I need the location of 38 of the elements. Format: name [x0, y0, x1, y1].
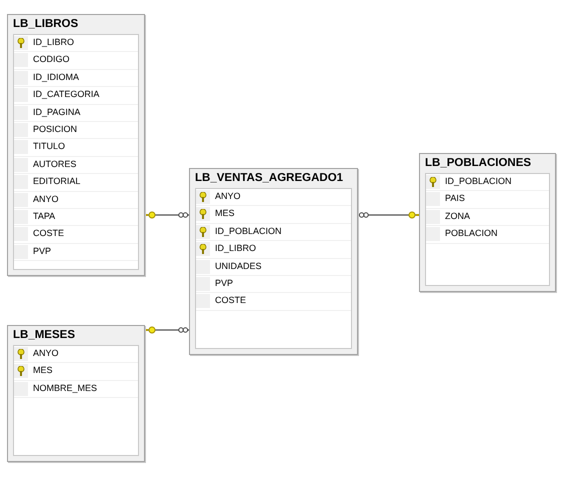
table-name: LB_VENTAS_AGREGADO1 [195, 172, 344, 184]
column-name: EDITORIAL [33, 176, 80, 186]
table-name: LB_MESES [13, 329, 75, 341]
column-name: NOMBRE_MES [33, 382, 98, 393]
column-name: PAIS [445, 193, 465, 204]
column-name: ANYO [33, 194, 59, 204]
relationship-line [358, 211, 420, 219]
column-name: ID_LIBRO [33, 37, 74, 47]
column-name: POSICION [33, 124, 78, 134]
column-name: CODIGO [33, 54, 70, 64]
table-name: LB_POBLACIONES [425, 157, 532, 169]
column-name: ANYO [33, 348, 59, 358]
column-name: ZONA [445, 210, 470, 221]
column-name: COSTE [33, 228, 64, 238]
column-name: TITULO [33, 141, 66, 152]
column-name: AUTORES [33, 158, 76, 169]
relationship-line [144, 326, 190, 334]
column-name: MES [33, 365, 53, 376]
column-name: ID_POBLACION [445, 176, 512, 186]
column-name: ID_LIBRO [215, 243, 256, 254]
column-name: ID_PAGINA [33, 106, 80, 117]
column-name: PVP [215, 278, 234, 288]
table-box [7, 14, 145, 276]
column-name: ID_IDIOMA [33, 72, 80, 82]
table-name: LB_LIBROS [13, 18, 78, 30]
column-name: POBLACION [445, 228, 498, 238]
column-name: MES [215, 208, 235, 218]
column-name: ID_CATEGORIA [33, 89, 100, 100]
column-name: PVP [33, 246, 52, 256]
column-name: COSTE [215, 295, 246, 306]
column-name: ID_POBLACION [215, 226, 282, 236]
table-box [419, 153, 556, 292]
table-box [189, 168, 358, 355]
table-box [7, 325, 145, 462]
column-name: ANYO [215, 191, 241, 201]
relationship-line [144, 211, 190, 219]
column-name: UNIDADES [215, 260, 262, 271]
column-name: TAPA [33, 210, 56, 221]
